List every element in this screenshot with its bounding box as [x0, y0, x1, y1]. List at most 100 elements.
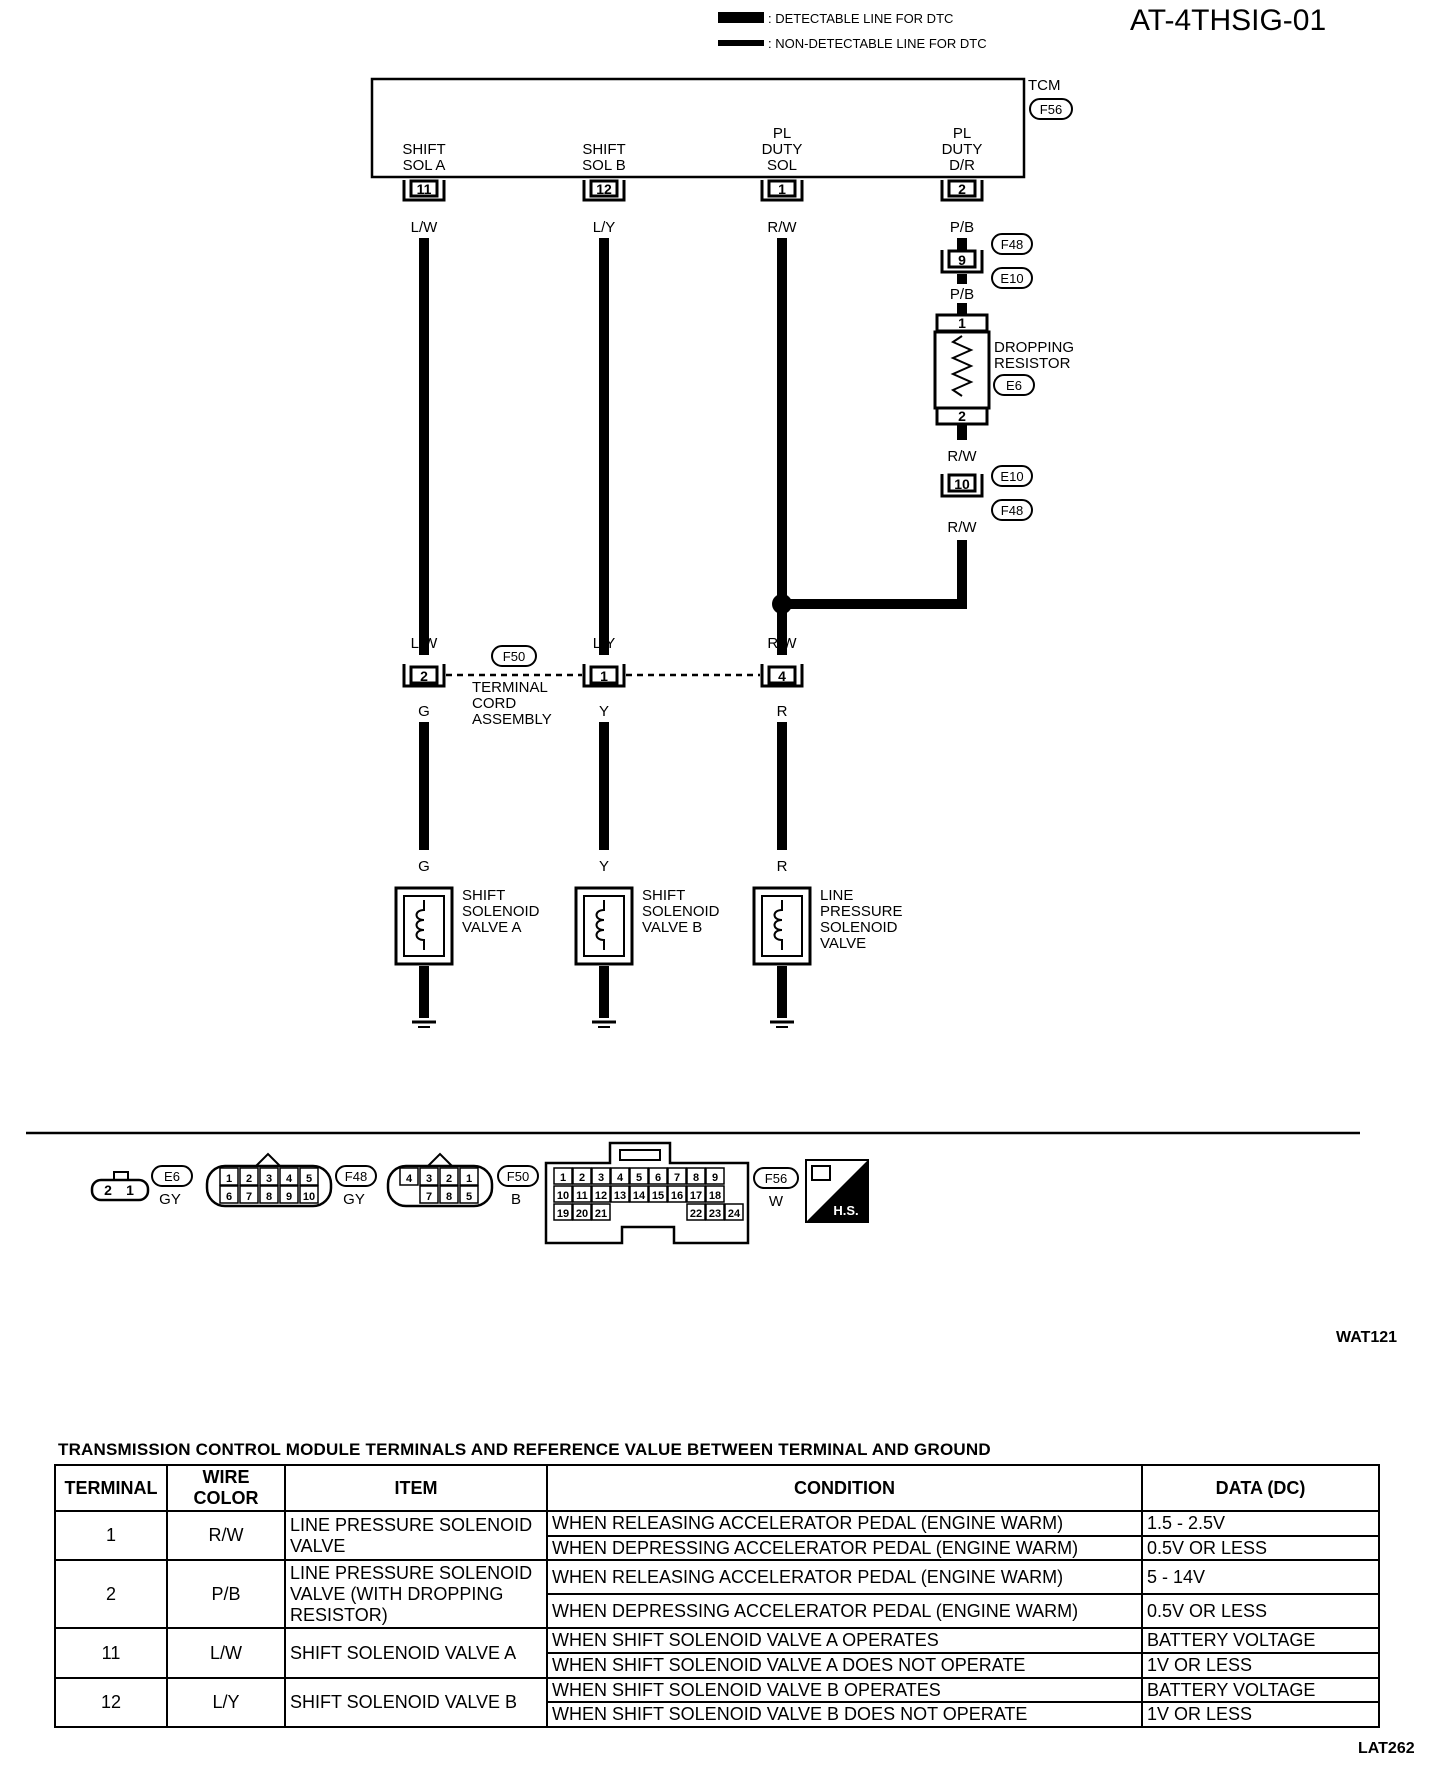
connector-pin-cell — [259, 1185, 279, 1204]
connector-pin-cell — [219, 1167, 239, 1186]
wire-color-label: G — [418, 703, 430, 720]
connector-pin-cell — [219, 1185, 239, 1204]
pin-number: 2 — [958, 181, 966, 197]
wire-color-label: L/Y — [593, 219, 616, 236]
connector-pin-number: 17 — [690, 1190, 702, 1202]
connector-pin-cell — [610, 1185, 630, 1203]
resistor-label: DROPPING — [994, 339, 1074, 356]
pin-number: 1 — [778, 181, 786, 197]
terminal-cell: 11 — [54, 1627, 168, 1679]
connector-pin-number: 2 — [446, 1173, 452, 1185]
wire-color-label: R — [777, 703, 788, 720]
table-row: 12 L/Y SHIFT SOLENOID VALVE B WHEN SHIFT… — [54, 1676, 1380, 1729]
connector-tag: F50 — [503, 649, 525, 664]
connector-pin-number: 8 — [266, 1191, 272, 1203]
solenoid-label: PRESSURE — [820, 903, 903, 920]
wire-color-cell: P/B — [166, 1559, 286, 1630]
connector-pin-number: 23 — [709, 1208, 721, 1220]
connector-pin-number: 10 — [303, 1191, 315, 1203]
solenoid-label: LINE — [820, 887, 853, 904]
connector-pin-number: 15 — [652, 1190, 664, 1202]
legend: : DETECTABLE LINE FOR DTC : NON-DETECTAB… — [718, 11, 987, 51]
connector-pin-number: 7 — [674, 1172, 680, 1184]
pin-number: 4 — [778, 668, 786, 684]
connector-pin-number: 24 — [728, 1208, 741, 1220]
connector-pin-cell — [705, 1203, 725, 1221]
connector-pin-number: 18 — [709, 1190, 721, 1202]
pin-number: 9 — [958, 252, 966, 268]
wire-color-label: P/B — [950, 286, 974, 303]
wire-color-label: R/W — [767, 219, 797, 236]
terminal-cord-label: TERMINAL — [472, 679, 548, 696]
condition-cell: WHEN RELEASING ACCELERATOR PEDAL (ENGINE… — [546, 1559, 1143, 1596]
legend-non-detectable: : NON-DETECTABLE LINE FOR DTC — [768, 36, 987, 51]
terminal-label: SHIFT — [402, 141, 445, 158]
connector-tag: F48 — [1001, 503, 1023, 518]
tcm-terminal-sol-b: SHIFT SOL B — [582, 141, 626, 174]
wire-color-label: Y — [599, 858, 609, 875]
legend-detectable: : DETECTABLE LINE FOR DTC — [768, 11, 953, 26]
connector-pin-cell — [572, 1203, 592, 1221]
connector-pin-number: 9 — [286, 1191, 292, 1203]
connector-pin-cell — [553, 1203, 573, 1221]
connector-pin-cell — [667, 1185, 687, 1203]
data-cell: 1.5 - 2.5V — [1141, 1510, 1380, 1537]
connector-pin-cell — [239, 1167, 259, 1186]
hs-label: H.S. — [833, 1203, 858, 1218]
connector-pin-cell — [648, 1185, 668, 1203]
pin-number: 10 — [954, 476, 970, 492]
connector-pin-cell — [705, 1167, 725, 1185]
wire-color-label: R — [777, 858, 788, 875]
connector-pin-number: 4 — [406, 1173, 413, 1185]
connector-tag: F48 — [345, 1169, 367, 1184]
table-caption: TRANSMISSION CONTROL MODULE TERMINALS AN… — [58, 1440, 991, 1459]
tcm-label: TCM — [1028, 77, 1061, 94]
table-header-row: TERMINAL WIRE COLOR ITEM CONDITION DATA … — [54, 1464, 1380, 1512]
connector-pin-number: 8 — [446, 1191, 452, 1203]
wire-color-label: R/W — [767, 635, 797, 652]
connector-pin-number: 9 — [712, 1172, 718, 1184]
connector-pin-number: 5 — [636, 1172, 642, 1184]
connector-pin-number: 2 — [579, 1172, 585, 1184]
connector-pin-cell — [686, 1203, 706, 1221]
condition-cell: WHEN RELEASING ACCELERATOR PEDAL (ENGINE… — [546, 1510, 1143, 1537]
condition-cell: WHEN DEPRESSING ACCELERATOR PEDAL (ENGIN… — [546, 1593, 1143, 1630]
connector-pin-cell — [439, 1167, 459, 1186]
solenoid-label: SOLENOID — [462, 903, 540, 920]
terminal-cord-label: CORD — [472, 695, 516, 712]
connector-pin-cell — [572, 1185, 592, 1203]
table-row: 1 R/W LINE PRESSURE SOLENOID VALVE WHEN … — [54, 1509, 1380, 1562]
connector-pin-cell — [299, 1167, 319, 1186]
terminal-cell: 12 — [54, 1676, 168, 1729]
connector-pin-number: 1 — [226, 1173, 232, 1185]
solenoid-label: VALVE A — [462, 919, 521, 936]
connector-pin-cell — [279, 1167, 299, 1186]
tcm-module: TCM F56 — [370, 77, 1073, 179]
solenoid-label: SHIFT — [462, 887, 505, 904]
terminal-label: D/R — [949, 157, 975, 174]
connector-color: W — [769, 1193, 784, 1210]
table-row: WHEN DEPRESSING ACCELERATOR PEDAL (ENGIN… — [55, 1534, 1380, 1562]
connector-pin-number: 1 — [466, 1173, 472, 1185]
figure-code-upper: WAT121 — [1336, 1329, 1397, 1346]
shift-solenoid-valve-b: SHIFT SOLENOID VALVE B — [574, 886, 720, 966]
data-cell: 5 - 14V — [1141, 1559, 1380, 1596]
diagram-id: AT-4THSIG-01 — [1130, 4, 1326, 37]
connector-pin-number: 6 — [226, 1191, 232, 1203]
connector-pin-number: 3 — [426, 1173, 432, 1185]
shift-solenoid-valve-a: SHIFT SOLENOID VALVE A — [394, 886, 540, 966]
connector-pin-number: 3 — [598, 1172, 604, 1184]
column-header: TERMINAL — [54, 1464, 168, 1512]
connector-pin-number: 7 — [426, 1191, 432, 1203]
solenoid-label: SHIFT — [642, 887, 685, 904]
column-header: WIRE COLOR — [166, 1464, 286, 1512]
pin-number: 12 — [596, 181, 612, 197]
connector-pin-cell — [686, 1167, 706, 1185]
condition-cell: WHEN SHIFT SOLENOID VALVE A DOES NOT OPE… — [546, 1652, 1143, 1679]
item-cell: LINE PRESSURE SOLENOID VALVE (WITH DROPP… — [284, 1559, 548, 1630]
connector-pin-number: 22 — [690, 1208, 702, 1220]
connector-tag: E10 — [1000, 271, 1023, 286]
table-row: WHEN SHIFT SOLENOID VALVE A DOES NOT OPE… — [55, 1652, 1380, 1679]
